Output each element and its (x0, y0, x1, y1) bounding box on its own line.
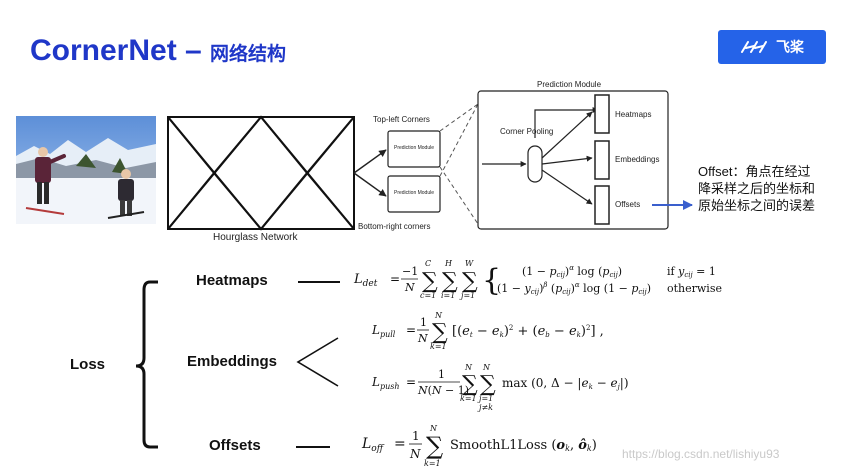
prediction-module-small-2 (387, 175, 441, 213)
offset-note: Offset：角点在经过 降采样之后的坐标和 原始坐标之间的误差 (698, 163, 815, 214)
formula-push: Lpush = 1 N(N − 1) ∑ N k=1 ∑ N j=1 j≠k m… (371, 363, 630, 412)
svg-text:j≠k: j≠k (477, 403, 493, 412)
svg-text:∑: ∑ (432, 320, 448, 345)
top-left-label: Top-left Corners (373, 115, 430, 124)
svg-text:∑: ∑ (442, 269, 458, 294)
page-title: CornerNet – 网络结构 (30, 34, 286, 68)
formula-pull: Lpull = 1 N ∑ N k=1 [(et − ek)2 + (eb − … (371, 311, 604, 351)
svg-text:C: C (425, 259, 431, 268)
formula-off: Loff = 1 N ∑ N k=1 SmoothL1Loss (ok, ôk) (361, 424, 597, 468)
svg-text:i=1: i=1 (441, 291, 455, 300)
corner-pooling-label: Corner Pooling (500, 127, 554, 136)
svg-text:if ycij = 1: if ycij = 1 (667, 265, 716, 279)
loss-label: Loss (70, 356, 106, 373)
output-label-heatmaps: Heatmaps (615, 110, 652, 119)
svg-text:=: = (406, 375, 416, 389)
prediction-module-title: Prediction Module (537, 80, 602, 89)
svg-text:j=1: j=1 (459, 291, 475, 300)
off-sub: off (371, 444, 384, 454)
svg-text:N: N (409, 447, 421, 461)
svg-text:N: N (464, 363, 473, 372)
svg-text:1: 1 (420, 316, 427, 329)
svg-text:N: N (417, 332, 428, 345)
title-sub: 网络结构 (210, 44, 287, 65)
heatmaps-output (594, 94, 610, 134)
input-image (16, 116, 156, 224)
svg-text:Lpush: Lpush (371, 375, 400, 391)
logo-text: 飞桨 (776, 39, 804, 55)
output-label-embeddings: Embeddings (615, 155, 660, 164)
push-sub: push (380, 382, 400, 391)
svg-text:N: N (434, 311, 443, 320)
svg-text:=: = (406, 323, 416, 337)
svg-text:N: N (482, 363, 491, 372)
svg-text:∑: ∑ (422, 269, 438, 294)
svg-text:∑: ∑ (462, 372, 478, 397)
svg-text:c=1: c=1 (420, 291, 436, 300)
hourglass-label: Hourglass Network (213, 232, 298, 243)
embeddings-bracket (296, 337, 339, 387)
pull-sub: pull (380, 330, 396, 339)
pull-name: L (371, 323, 380, 337)
loss-brace (135, 280, 158, 449)
offsets-loss-label: Offsets (209, 437, 261, 454)
arrow-to-bottom-right (353, 172, 387, 197)
paddle-logo: 飞桨 (718, 30, 826, 64)
offset-note-line: Offset：角点在经过 (698, 164, 811, 179)
heatmaps-loss-label: Heatmaps (196, 272, 268, 289)
svg-text:Loff: Loff (361, 436, 385, 454)
svg-text:otherwise: otherwise (667, 282, 722, 295)
push-name: L (371, 375, 380, 389)
svg-text:W: W (465, 259, 474, 268)
prediction-module-small-label-2: Prediction Module (393, 190, 435, 196)
offset-note-line: 降采样之后的坐标和 (698, 181, 816, 196)
off-name: L (361, 436, 371, 452)
svg-text:∑: ∑ (462, 269, 478, 294)
det-sub: det (363, 279, 378, 289)
hourglass-shape (167, 115, 355, 231)
svg-text:k=1: k=1 (424, 459, 441, 468)
svg-text:max (0, Δ − |ek − ej|) ,: max (0, Δ − |ek − ej|) , (502, 376, 630, 391)
svg-text:1: 1 (438, 368, 445, 381)
svg-text:−1: −1 (402, 265, 418, 278)
svg-text:N: N (404, 281, 415, 294)
svg-text:N(N − 1): N(N − 1) (417, 384, 469, 397)
svg-text:[(et − ek)2 + (eb − ek)2] ,: [(et − ek)2 + (eb − ek)2] , (452, 324, 604, 339)
corner-pooling-node (527, 145, 543, 183)
zoom-lines (439, 103, 479, 225)
embeddings-loss-label: Embeddings (187, 353, 278, 370)
svg-text:(1 − pcij)α log (pcij): (1 − pcij)α log (pcij) (522, 264, 622, 279)
prediction-module-small-label-1: Prediction Module (393, 145, 435, 151)
svg-text:j=1: j=1 (477, 394, 493, 403)
output-label-offsets: Offsets (615, 200, 641, 209)
paddle-logo-icon (741, 41, 767, 53)
svg-text:N: N (429, 424, 438, 433)
offsets-output (594, 185, 610, 225)
svg-text:k=1: k=1 (460, 394, 477, 403)
arrow-to-top-left (353, 149, 387, 174)
svg-text:=: = (394, 436, 406, 452)
svg-text:1: 1 (412, 429, 420, 443)
svg-text:(1 − ycij)β (pcij)α log (1 − p: (1 − ycij)β (pcij)α log (1 − pcij) (497, 281, 651, 296)
svg-text:=: = (390, 272, 400, 286)
watermark: https://blog.csdn.net/lishiyu93 (622, 447, 780, 461)
svg-text:{: { (482, 263, 501, 298)
svg-text:Lpull: Lpull (371, 323, 396, 339)
prediction-module-small-1 (387, 130, 441, 168)
svg-text:∑: ∑ (426, 432, 443, 460)
svg-text:Ldet: Ldet (353, 272, 378, 289)
svg-text:∑: ∑ (480, 372, 496, 397)
formula-det: Ldet = −1 N ∑ C c=1 ∑ H i=1 ∑ W j=1 { (1… (353, 259, 722, 300)
svg-text:k=1: k=1 (430, 342, 447, 351)
det-name: L (353, 272, 363, 287)
svg-text:SmoothL1Loss (ok, ôk): SmoothL1Loss (ok, ôk) (450, 438, 597, 453)
embeddings-output (594, 140, 610, 180)
bottom-right-label: Bottom-right corners (358, 222, 431, 231)
offset-note-line: 原始坐标之间的误差 (698, 198, 816, 213)
svg-text:H: H (444, 259, 453, 268)
title-main: CornerNet – (30, 34, 211, 67)
